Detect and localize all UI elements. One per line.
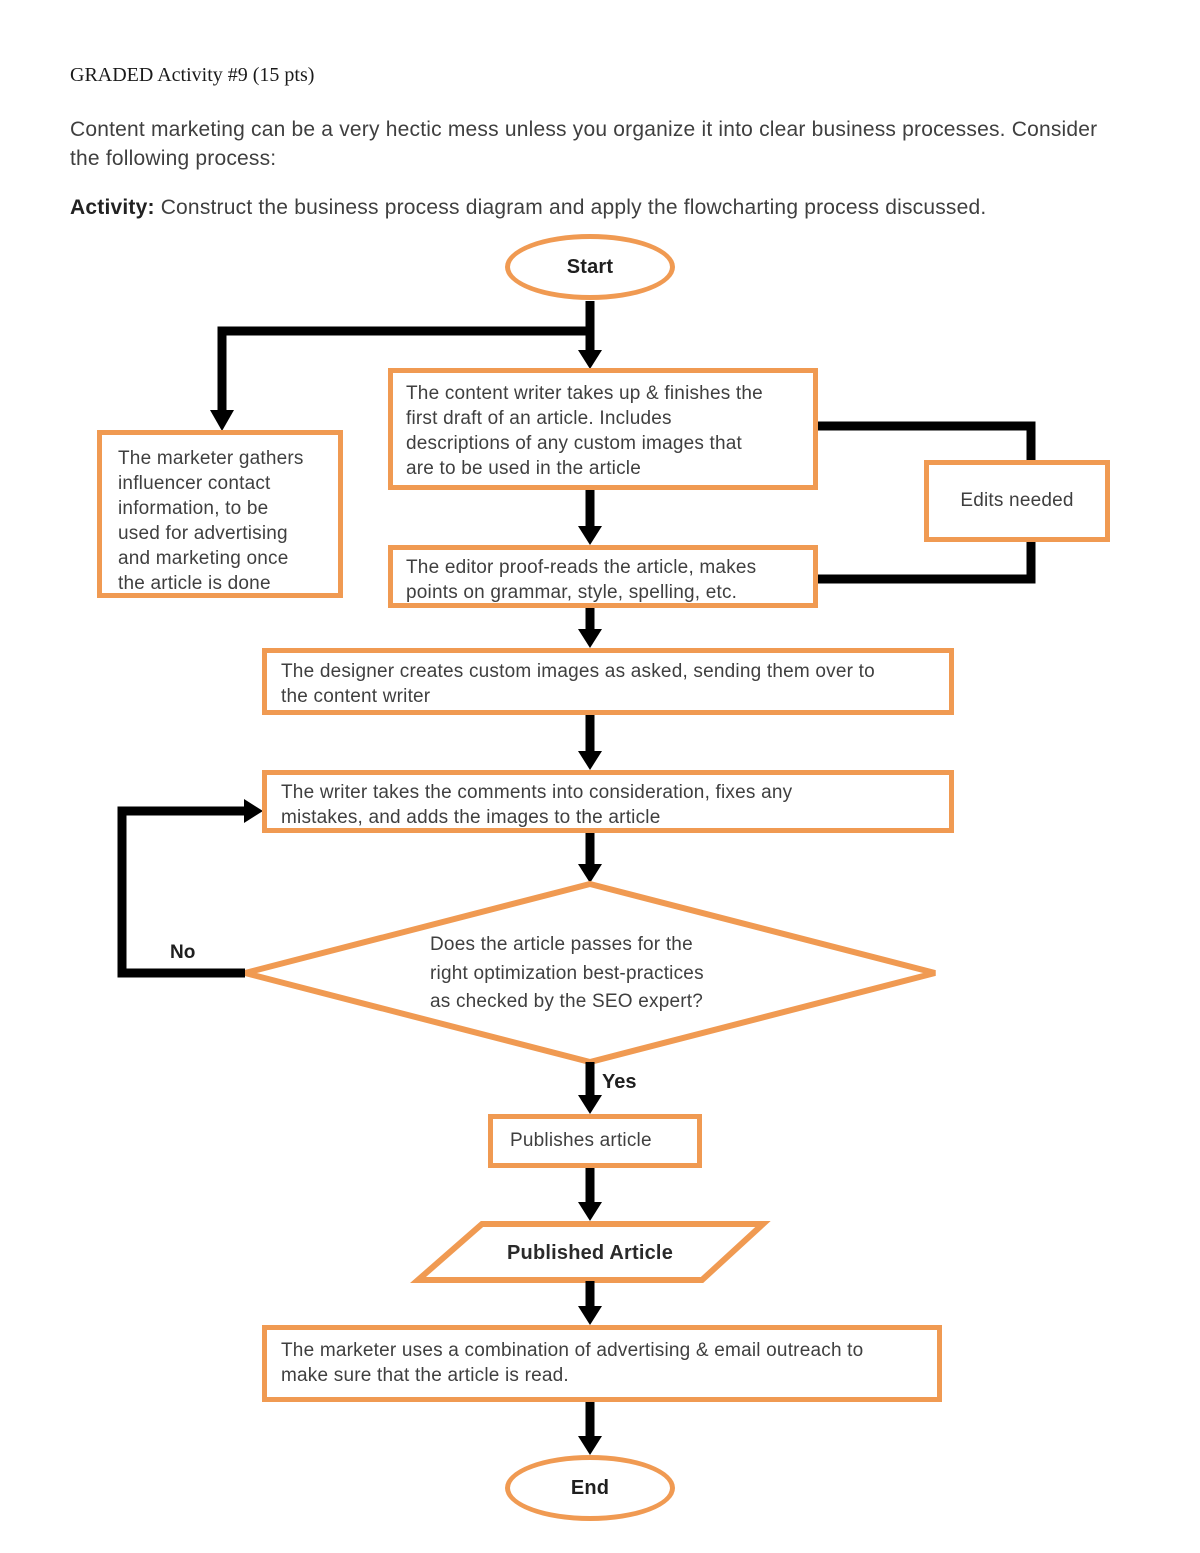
end-label: End bbox=[570, 1476, 610, 1499]
arrowhead-to-marketing bbox=[578, 1306, 602, 1325]
arrowhead-no-to-writer bbox=[244, 799, 263, 823]
publishes-article-label: Publishes article bbox=[510, 1130, 652, 1152]
marketer-gathers-step: The marketer gathers influencer contact … bbox=[97, 430, 343, 598]
edits-needed-label: Edits needed bbox=[960, 490, 1074, 512]
published-article-output: Published Article bbox=[506, 1242, 674, 1264]
intro-paragraph: Content marketing can be a very hectic m… bbox=[70, 118, 1098, 170]
arrowhead-to-output bbox=[578, 1202, 602, 1221]
editor-proofread-step: The editor proof-reads the article, make… bbox=[388, 545, 818, 608]
arrowhead-to-publishes bbox=[578, 1095, 602, 1114]
activity-label: Activity: bbox=[70, 196, 155, 219]
arrowhead-to-designer bbox=[578, 629, 602, 648]
start-terminator: Start bbox=[505, 234, 675, 300]
marketer-outreach-step: The marketer uses a combination of adver… bbox=[262, 1325, 942, 1402]
arrowhead-to-marketer bbox=[210, 410, 234, 431]
arrowhead-to-content-writer bbox=[578, 350, 602, 369]
connector-no-loop bbox=[117, 806, 245, 978]
writer-fixes-step: The writer takes the comments into consi… bbox=[262, 770, 954, 833]
connector-branch-to-marketer bbox=[217, 326, 594, 413]
decision-question: Does the article passes for the right op… bbox=[430, 934, 704, 1012]
designer-images-step: The designer creates custom images as as… bbox=[262, 648, 954, 715]
published-article-shape bbox=[410, 1221, 771, 1283]
edits-needed-label-box: Edits needed bbox=[924, 460, 1110, 542]
activity-text: Construct the business process diagram a… bbox=[154, 196, 987, 219]
arrowhead-to-writer bbox=[578, 751, 602, 770]
arrowhead-to-end bbox=[578, 1436, 602, 1455]
arrowhead-to-editor bbox=[578, 526, 602, 545]
end-terminator: End bbox=[505, 1455, 675, 1521]
start-label: Start bbox=[566, 255, 614, 278]
no-branch-label: No bbox=[170, 942, 196, 963]
activity-line: Activity: Construct the business process… bbox=[70, 196, 1160, 220]
arrowhead-to-decision bbox=[578, 864, 602, 883]
yes-branch-label: Yes bbox=[602, 1071, 637, 1093]
content-writer-step: The content writer takes up & finishes t… bbox=[388, 368, 818, 490]
page-title: GRADED Activity #9 (15 pts) bbox=[70, 64, 315, 86]
publishes-article-step: Publishes article bbox=[488, 1114, 702, 1168]
